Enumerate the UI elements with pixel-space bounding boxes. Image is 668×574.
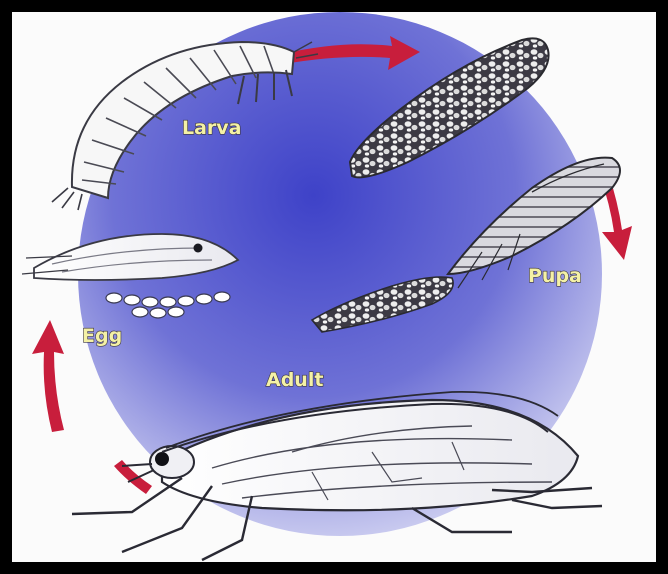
label-adult: Adult <box>266 369 323 391</box>
life-cycle-diagram: Larva Pupa Adult Egg <box>12 12 656 562</box>
diagram-canvas: Larva Pupa Adult Egg <box>12 12 656 562</box>
arrow-left <box>32 320 64 432</box>
label-egg: Egg <box>82 325 122 347</box>
label-larva: Larva <box>182 117 242 139</box>
label-pupa: Pupa <box>528 265 582 287</box>
